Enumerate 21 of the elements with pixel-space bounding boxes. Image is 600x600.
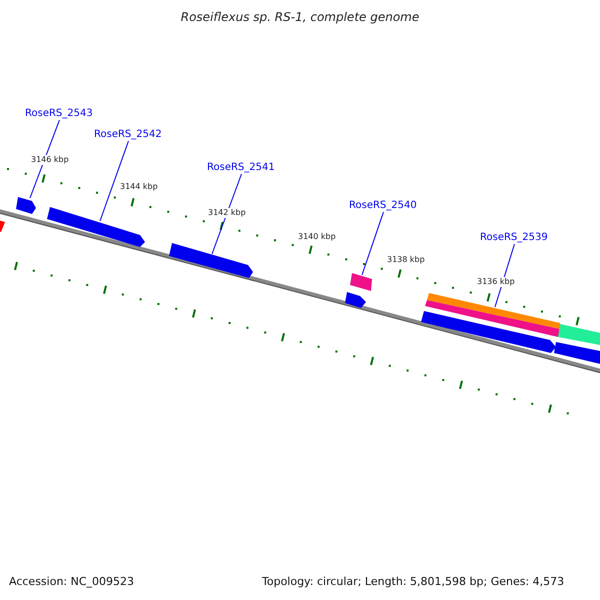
tick-label: 3140 kbp <box>298 232 336 242</box>
tick-label: 3146 kbp <box>31 155 69 165</box>
leader-line <box>494 244 515 308</box>
leader-line <box>212 174 242 254</box>
gene-feature <box>169 243 253 278</box>
gene-label: RoseRS_2543 <box>25 108 93 120</box>
genome-summary-text: Topology: circular; Length: 5,801,598 bp; Genes: 4,573 <box>262 575 564 588</box>
gene-label: RoseRS_2540 <box>349 200 417 212</box>
accession-text: Accession: NC_009523 <box>9 575 134 588</box>
leader-line <box>362 212 384 276</box>
gene-feature <box>16 197 36 214</box>
gene-feature <box>427 293 560 329</box>
tick-label: 3138 kbp <box>387 255 425 265</box>
diagram-title: Roseiflexus sp. RS-1, complete genome <box>180 10 420 24</box>
gene-label: RoseRS_2541 <box>207 162 275 174</box>
leader-line <box>100 140 129 222</box>
gene-label: RoseRS_2542 <box>94 129 162 141</box>
gene-label: RoseRS_2539 <box>480 232 548 244</box>
gene-feature <box>47 207 145 247</box>
leader-line <box>30 120 60 198</box>
gene-feature <box>350 273 372 291</box>
